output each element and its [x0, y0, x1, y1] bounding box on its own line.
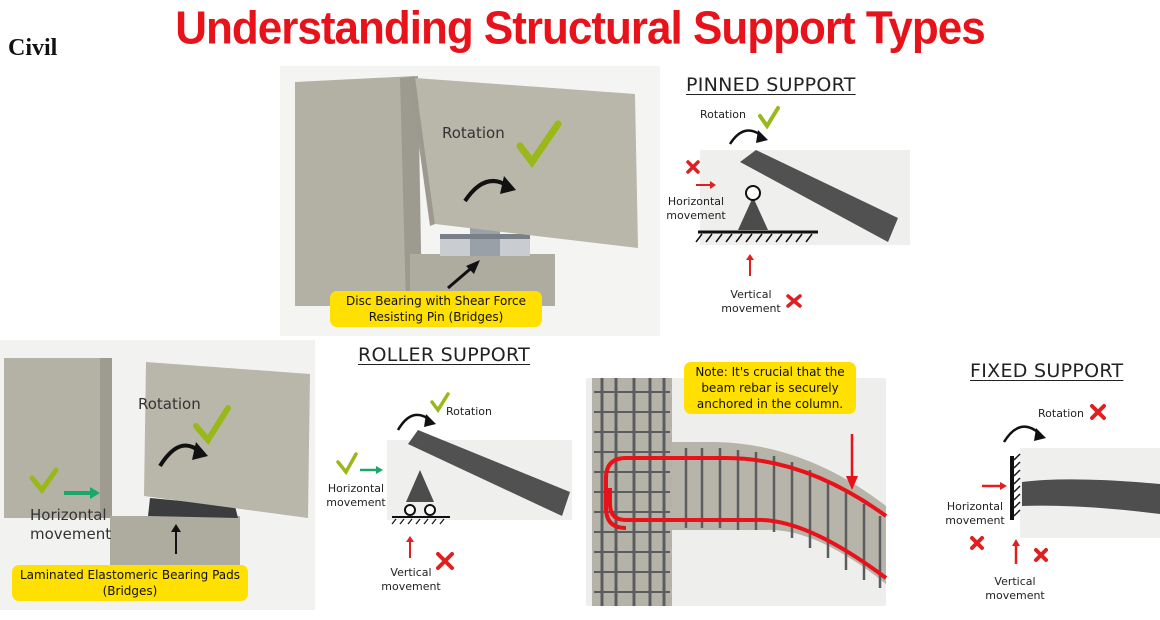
label-line: Horizontal: [946, 500, 1004, 513]
vertical-cross-icon: [1034, 548, 1048, 562]
label-line: movement: [985, 589, 1045, 602]
caption-line: Disc Bearing with Shear Force: [346, 294, 526, 308]
label-line: movement: [381, 580, 441, 593]
bearing-pad: [148, 498, 238, 518]
note-line: beam rebar is securely: [701, 381, 839, 395]
rebar-anchorage-illustration: [586, 378, 888, 606]
disc-bearing-caption: Disc Bearing with Shear Force Resisting …: [330, 291, 542, 327]
horizontal-check-icon: [336, 452, 358, 476]
roller-support: [406, 470, 434, 502]
label-line: Horizontal: [667, 195, 725, 208]
label-line: movement: [326, 496, 386, 509]
roller-wheel: [424, 504, 436, 516]
bottom-rebar: [608, 488, 888, 580]
label-line: Vertical: [730, 288, 772, 301]
left-pier: [295, 76, 420, 306]
logo-text: Civil: [8, 35, 58, 61]
caption-line: (Bridges): [102, 584, 158, 598]
beam: [408, 430, 570, 516]
disc-rotation-label: Rotation: [442, 124, 505, 142]
girder: [144, 362, 310, 518]
label-line: Horizontal: [327, 482, 385, 495]
vertical-cross-icon: [786, 294, 802, 308]
vertical-cross-icon: [436, 552, 454, 570]
note-line: anchored in the column.: [696, 397, 844, 411]
pinned-support-heading: PINNED SUPPORT: [686, 74, 856, 96]
label-line: movement: [945, 514, 1005, 527]
label-line: movement: [30, 525, 112, 543]
label-line: Horizontal: [30, 506, 107, 524]
rotation-check-icon: [430, 392, 450, 414]
pinned-vertical-label: Vertical movement: [718, 288, 784, 316]
elastomeric-horizontal-label: Horizontal movement: [30, 506, 111, 544]
beam: [672, 442, 886, 584]
fixed-support-heading: FIXED SUPPORT: [970, 360, 1124, 382]
pinned-horizontal-label: Horizontal movement: [664, 195, 728, 223]
caption-line: Laminated Elastomeric Bearing Pads: [19, 568, 241, 582]
roller-rotation-label: Rotation: [446, 405, 493, 418]
check-icon: [516, 120, 562, 169]
fixed-horizontal-label: Horizontal movement: [944, 500, 1006, 528]
horizontal-check-icon: [29, 467, 59, 495]
pin-support: [738, 197, 768, 230]
civil-logo: Civil: [8, 36, 74, 66]
caption-line: Resisting Pin (Bridges): [368, 310, 504, 324]
beam: [1022, 479, 1160, 514]
rotation-cross-icon: [1090, 404, 1106, 420]
top-rebar: [604, 456, 888, 530]
rotation-check-icon: [193, 405, 231, 446]
fixed-vertical-label: Vertical movement: [984, 575, 1046, 603]
rotation-check-icon: [758, 106, 780, 130]
elastomeric-rotation-label: Rotation: [138, 395, 201, 413]
roller-vertical-label: Vertical movement: [380, 566, 442, 594]
pinned-rotation-label: Rotation: [700, 108, 747, 121]
pinned-support-diagram: [686, 106, 910, 308]
roller-support-diagram: [336, 392, 572, 570]
note-line: Note: It's crucial that the: [695, 365, 845, 379]
label-line: movement: [721, 302, 781, 315]
horizontal-cross-icon: [970, 536, 984, 550]
label-line: movement: [666, 209, 726, 222]
page-title: Understanding Structural Support Types: [175, 2, 985, 55]
horizontal-cross-icon: [686, 160, 700, 174]
label-line: Vertical: [994, 575, 1036, 588]
pin-circle: [745, 185, 761, 201]
fixed-rotation-label: Rotation: [1038, 407, 1085, 420]
fixed-support-diagram: [970, 404, 1160, 564]
roller-horizontal-label: Horizontal movement: [326, 482, 386, 510]
beam: [740, 150, 898, 242]
elastomeric-caption: Laminated Elastomeric Bearing Pads (Brid…: [12, 565, 248, 601]
girder: [415, 78, 638, 248]
label-line: Vertical: [390, 566, 432, 579]
rebar-note: Note: It's crucial that the beam rebar i…: [684, 362, 856, 414]
roller-wheel: [404, 504, 416, 516]
roller-support-heading: ROLLER SUPPORT: [358, 344, 531, 366]
